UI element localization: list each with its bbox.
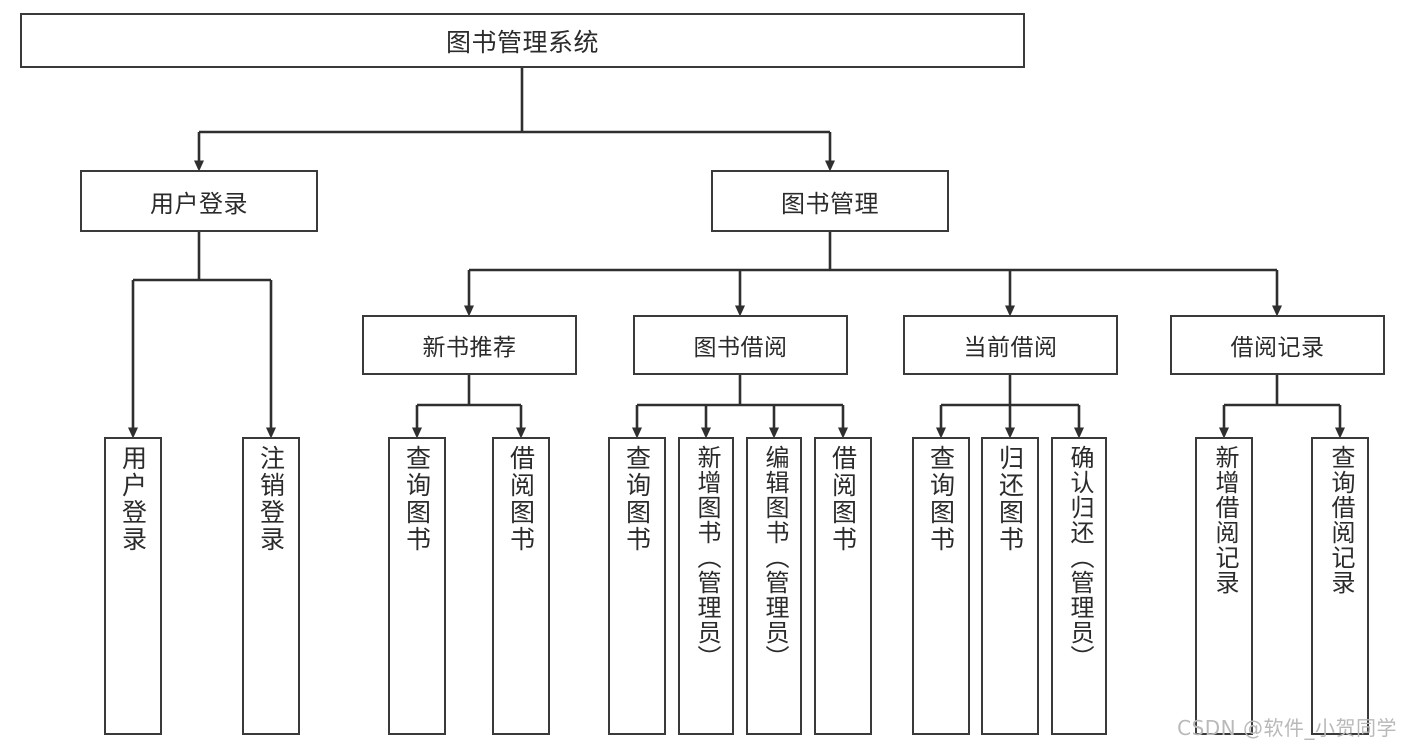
node-book-management[interactable]: 图书管理 <box>711 170 949 232</box>
leaf-logout[interactable]: 注销登录 <box>242 437 300 735</box>
leaf-add-book-admin[interactable]: 新增图书（管理员） <box>678 437 734 735</box>
watermark: CSDN @软件_小贺同学 <box>1177 716 1397 740</box>
leaf-add-borrow-record[interactable]: 新增借阅记录 <box>1195 437 1253 735</box>
leaf-user-login-label: 用户登录 <box>118 445 148 553</box>
leaf-query-books-3-label: 查询图书 <box>926 445 956 553</box>
leaf-query-borrow-record[interactable]: 查询借阅记录 <box>1311 437 1369 735</box>
leaf-borrow-books-1[interactable]: 借阅图书 <box>492 437 550 735</box>
node-borrow-records-label: 借阅记录 <box>1230 335 1325 361</box>
leaf-return-books-label: 归还图书 <box>995 445 1025 553</box>
node-borrow-records[interactable]: 借阅记录 <box>1170 315 1385 375</box>
leaf-query-books-3[interactable]: 查询图书 <box>912 437 970 735</box>
leaf-logout-label: 注销登录 <box>256 445 286 553</box>
leaf-query-borrow-record-label: 查询借阅记录 <box>1326 445 1355 595</box>
leaf-borrow-books-2[interactable]: 借阅图书 <box>814 437 872 735</box>
leaf-add-book-admin-label: 新增图书（管理员） <box>692 445 721 670</box>
leaf-borrow-books-1-label: 借阅图书 <box>506 445 536 553</box>
leaf-edit-book-admin[interactable]: 编辑图书（管理员） <box>746 437 802 735</box>
node-book-borrow[interactable]: 图书借阅 <box>633 315 848 375</box>
node-book-management-label: 图书管理 <box>781 189 879 218</box>
leaf-query-books-2-label: 查询图书 <box>622 445 652 553</box>
node-root[interactable]: 图书管理系统 <box>20 13 1025 68</box>
leaf-borrow-books-2-label: 借阅图书 <box>828 445 858 553</box>
leaf-query-books-1-label: 查询图书 <box>402 445 432 553</box>
leaf-query-books-1[interactable]: 查询图书 <box>388 437 446 735</box>
node-current-borrow-label: 当前借阅 <box>963 335 1058 361</box>
node-new-book-recommend-label: 新书推荐 <box>422 335 517 361</box>
node-new-book-recommend[interactable]: 新书推荐 <box>362 315 577 375</box>
leaf-query-books-2[interactable]: 查询图书 <box>608 437 666 735</box>
node-book-borrow-label: 图书借阅 <box>693 335 788 361</box>
leaf-return-books[interactable]: 归还图书 <box>981 437 1039 735</box>
leaf-confirm-return-admin[interactable]: 确认归还（管理员） <box>1051 437 1107 735</box>
node-user-login[interactable]: 用户登录 <box>80 170 318 232</box>
node-root-label: 图书管理系统 <box>445 27 599 57</box>
leaf-edit-book-admin-label: 编辑图书（管理员） <box>760 445 789 670</box>
leaf-user-login[interactable]: 用户登录 <box>104 437 162 735</box>
node-user-login-label: 用户登录 <box>150 189 248 218</box>
leaf-add-borrow-record-label: 新增借阅记录 <box>1210 445 1239 595</box>
node-current-borrow[interactable]: 当前借阅 <box>903 315 1118 375</box>
leaf-confirm-return-admin-label: 确认归还（管理员） <box>1065 445 1094 670</box>
